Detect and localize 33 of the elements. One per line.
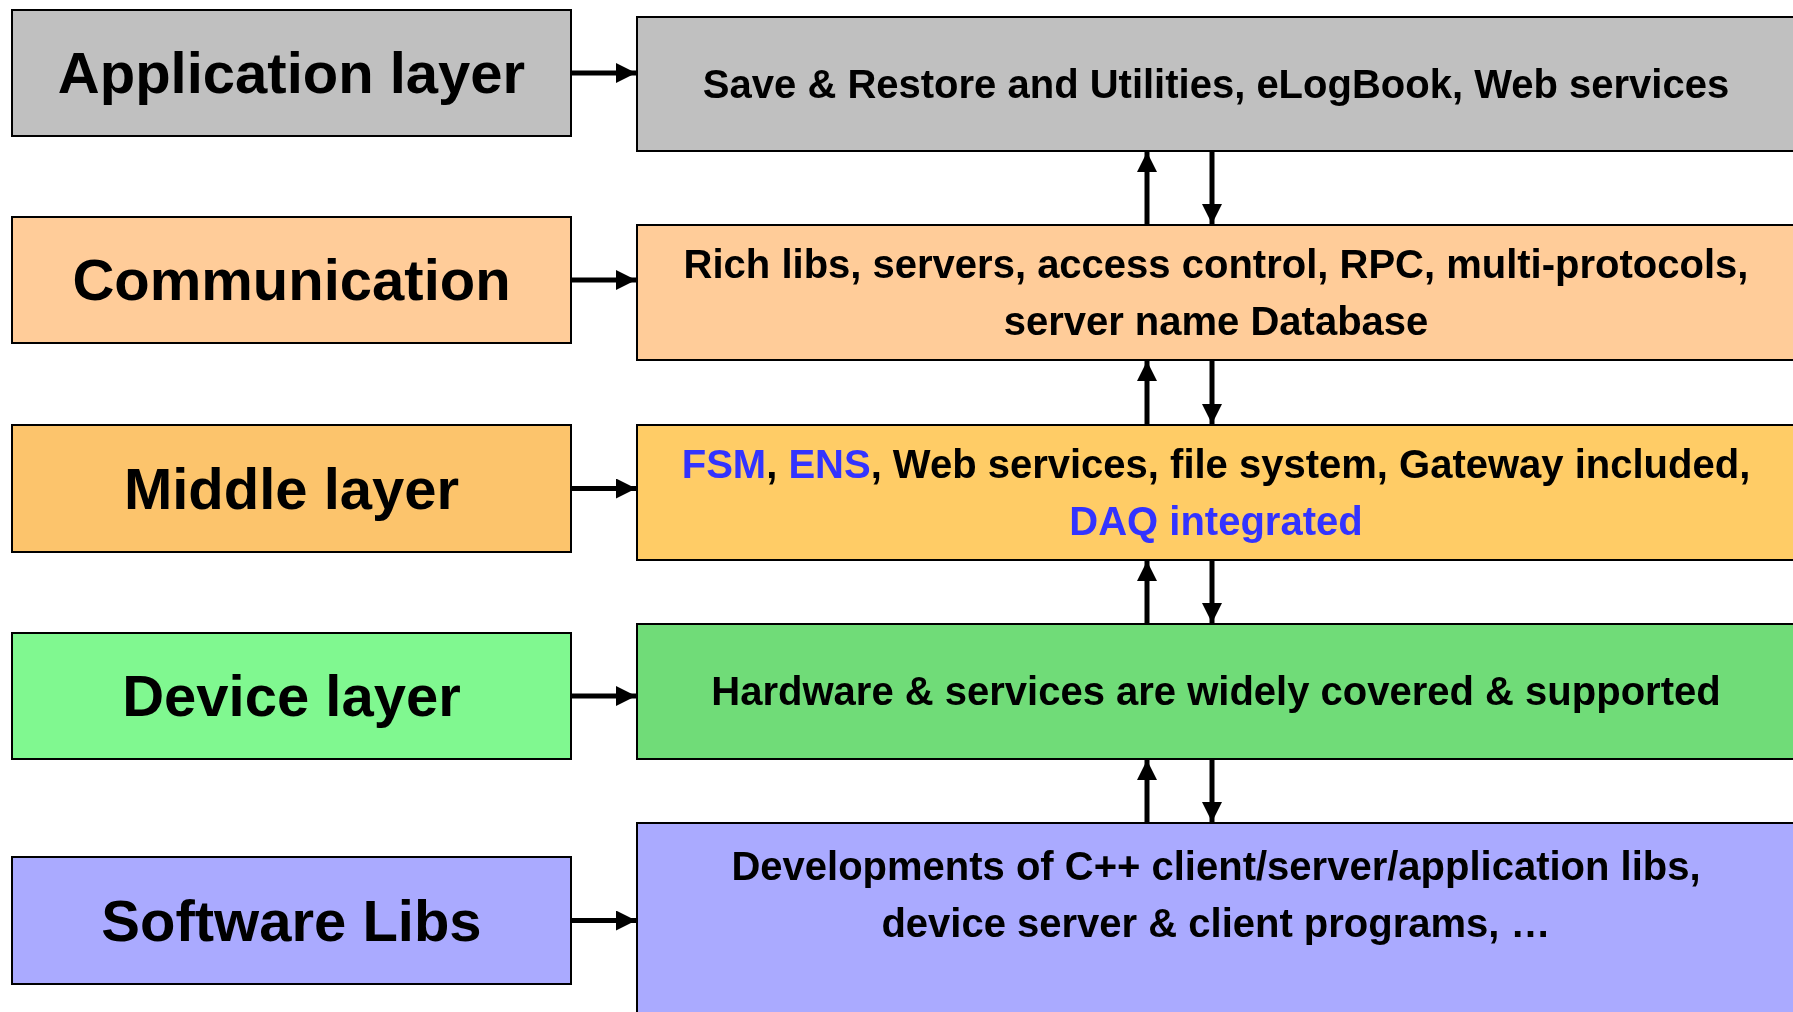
description-box — [636, 424, 1793, 561]
description-text: Hardware & services are widely covered & supported — [711, 668, 1721, 716]
layer-label: Application layer — [57, 41, 526, 105]
arrow — [572, 270, 636, 290]
arrow — [572, 910, 636, 931]
layer-label: Middle layer — [123, 456, 460, 521]
arrow — [1137, 152, 1157, 224]
layer-box — [11, 856, 572, 985]
arrow — [572, 686, 636, 706]
layer-box — [11, 216, 572, 344]
description-box — [636, 822, 1793, 1012]
arrow — [1202, 561, 1222, 623]
layer-box — [11, 424, 572, 553]
arrow — [1202, 152, 1222, 224]
description-box — [636, 623, 1793, 760]
arrow — [1137, 760, 1157, 822]
description-box — [636, 16, 1793, 152]
layer-box — [11, 632, 572, 760]
description-text: FSM, ENS, Web services, file system, Gateway included, DAQ integrated — [680, 440, 1752, 545]
description-text: Developments of C++ client/server/application libs, device server & client programs, … — [730, 843, 1702, 947]
arrow — [572, 63, 636, 83]
layer-label: Software Libs — [101, 888, 482, 953]
arrow — [1202, 760, 1222, 822]
description-text: Rich libs, servers, access control, RPC, multi-protocols, server name Database — [682, 240, 1750, 345]
arrow — [1202, 361, 1222, 424]
description-text: Save & Restore and Utilities, eLogBook, Web services — [702, 60, 1730, 108]
arrow — [572, 478, 636, 499]
layer-label: Device layer — [122, 664, 461, 728]
arrow — [1137, 361, 1157, 424]
layer-label: Communication — [72, 248, 511, 312]
arrow — [1137, 561, 1157, 623]
description-box — [636, 224, 1793, 361]
layer-box — [11, 9, 572, 137]
